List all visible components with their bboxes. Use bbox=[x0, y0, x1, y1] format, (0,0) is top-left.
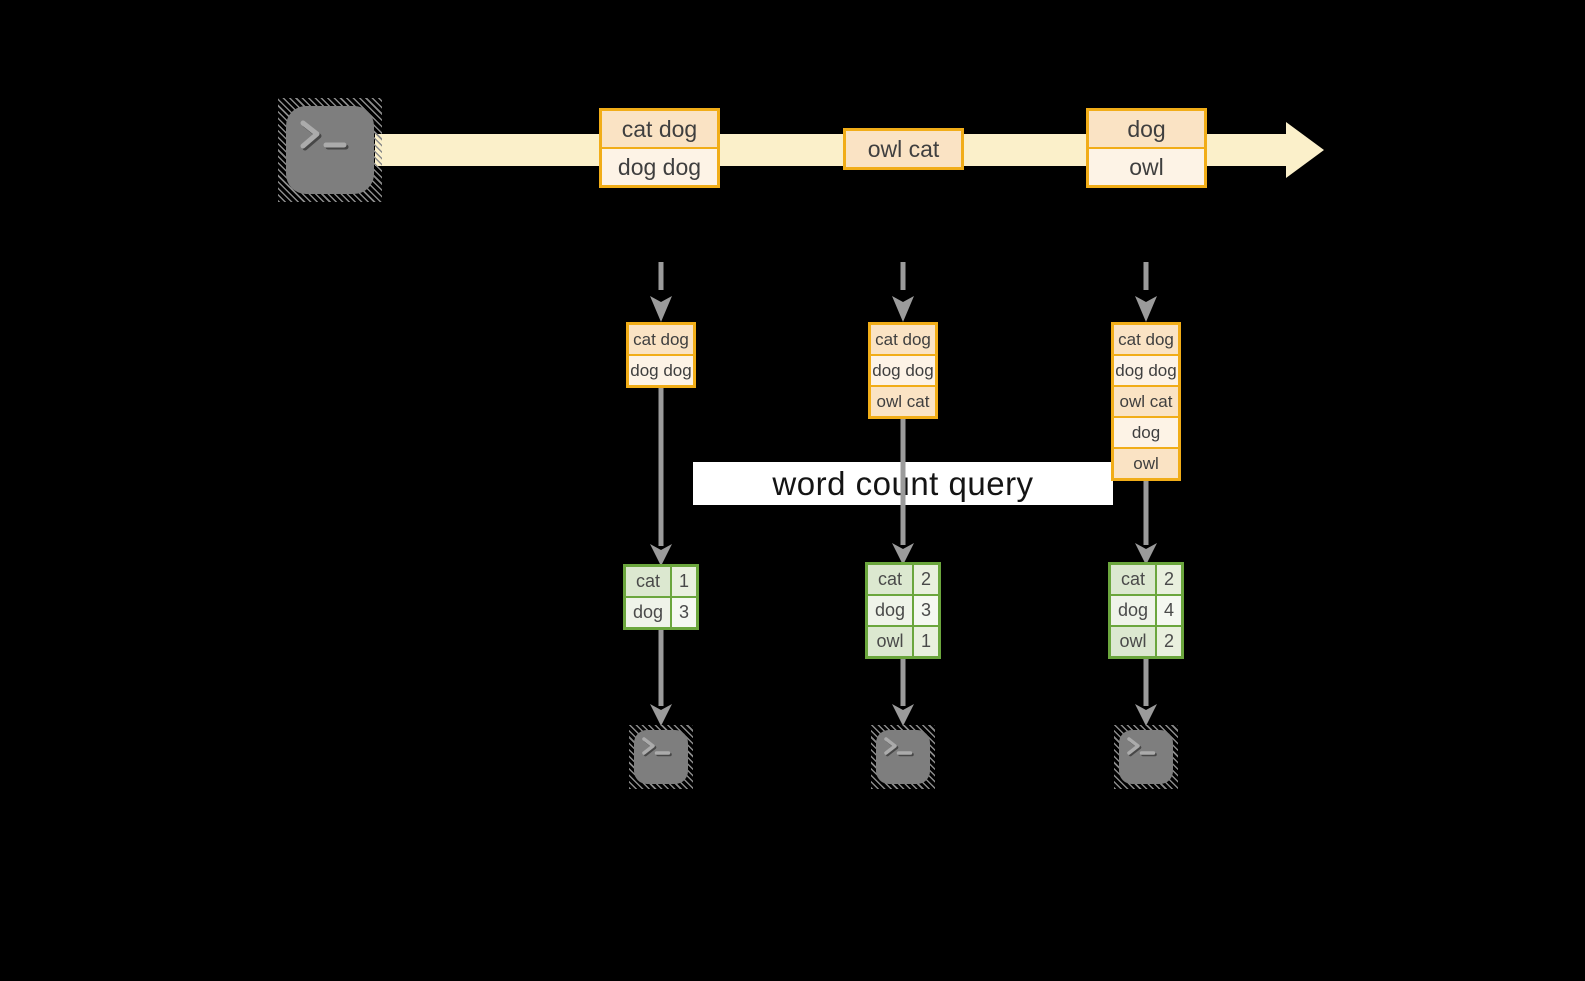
event-line: owl cat bbox=[846, 131, 961, 167]
stream-event-3: dog owl bbox=[1086, 108, 1207, 188]
word-cell: cat bbox=[626, 567, 670, 596]
word-cell: dog bbox=[868, 596, 912, 625]
dashed-arrow-down-icon bbox=[650, 262, 672, 322]
sink-terminal-icon bbox=[871, 725, 935, 789]
stream-event-2: owl cat bbox=[843, 128, 964, 170]
count-row: cat 1 bbox=[626, 567, 696, 596]
count-row: owl 1 bbox=[868, 627, 938, 656]
event-line: owl bbox=[1089, 149, 1204, 185]
count-cell: 3 bbox=[672, 598, 696, 627]
word-cell: cat bbox=[868, 565, 912, 594]
count-row: cat 2 bbox=[868, 565, 938, 594]
stack-line: cat dog bbox=[1114, 325, 1178, 354]
arrow-down-icon bbox=[1135, 659, 1157, 726]
count-table-3: cat 2 dog 4 owl 2 bbox=[1108, 562, 1184, 659]
count-row: dog 4 bbox=[1111, 596, 1181, 625]
stack-line: cat dog bbox=[629, 325, 693, 354]
count-cell: 2 bbox=[914, 565, 938, 594]
count-row: dog 3 bbox=[868, 596, 938, 625]
dashed-arrow-down-icon bbox=[892, 262, 914, 322]
event-stack-3: cat dog dog dog owl cat dog owl bbox=[1111, 322, 1181, 481]
count-cell: 4 bbox=[1157, 596, 1181, 625]
stack-line: dog dog bbox=[629, 356, 693, 385]
count-table-1: cat 1 dog 3 bbox=[623, 564, 699, 630]
stack-line: dog dog bbox=[871, 356, 935, 385]
stack-line: dog dog bbox=[1114, 356, 1178, 385]
event-line: dog dog bbox=[602, 149, 717, 185]
count-row: dog 3 bbox=[626, 598, 696, 627]
event-stack-2: cat dog dog dog owl cat bbox=[868, 322, 938, 419]
stream-arrow-right-icon bbox=[1286, 122, 1324, 178]
arrow-down-icon bbox=[1135, 481, 1157, 565]
word-cell: dog bbox=[626, 598, 670, 627]
word-cell: cat bbox=[1111, 565, 1155, 594]
count-row: owl 2 bbox=[1111, 627, 1181, 656]
stack-line: owl cat bbox=[1114, 387, 1178, 416]
stream-event-1: cat dog dog dog bbox=[599, 108, 720, 188]
event-stack-1: cat dog dog dog bbox=[626, 322, 696, 388]
count-cell: 1 bbox=[914, 627, 938, 656]
sink-terminal-icon bbox=[1114, 725, 1178, 789]
terminal-body bbox=[286, 106, 374, 194]
event-line: dog bbox=[1089, 111, 1204, 147]
count-cell: 1 bbox=[672, 567, 696, 596]
dashed-arrow-down-icon bbox=[1135, 262, 1157, 322]
count-table-2: cat 2 dog 3 owl 1 bbox=[865, 562, 941, 659]
stack-line: dog bbox=[1114, 418, 1178, 447]
arrow-down-icon bbox=[892, 659, 914, 726]
word-cell: dog bbox=[1111, 596, 1155, 625]
word-cell: owl bbox=[868, 627, 912, 656]
arrow-down-icon bbox=[650, 388, 672, 566]
stack-line: owl cat bbox=[871, 387, 935, 416]
terminal-prompt-icon bbox=[300, 120, 349, 151]
count-cell: 2 bbox=[1157, 627, 1181, 656]
terminal-prompt-icon bbox=[884, 737, 914, 757]
count-row: cat 2 bbox=[1111, 565, 1181, 594]
arrow-down-icon bbox=[650, 630, 672, 726]
count-cell: 2 bbox=[1157, 565, 1181, 594]
event-line: cat dog bbox=[602, 111, 717, 147]
arrow-down-icon bbox=[892, 419, 914, 565]
terminal-prompt-icon bbox=[642, 737, 672, 757]
stack-line: owl bbox=[1114, 449, 1178, 478]
source-terminal-icon bbox=[278, 98, 382, 202]
word-cell: owl bbox=[1111, 627, 1155, 656]
count-cell: 3 bbox=[914, 596, 938, 625]
stack-line: cat dog bbox=[871, 325, 935, 354]
terminal-prompt-icon bbox=[1127, 737, 1157, 757]
sink-terminal-icon bbox=[629, 725, 693, 789]
